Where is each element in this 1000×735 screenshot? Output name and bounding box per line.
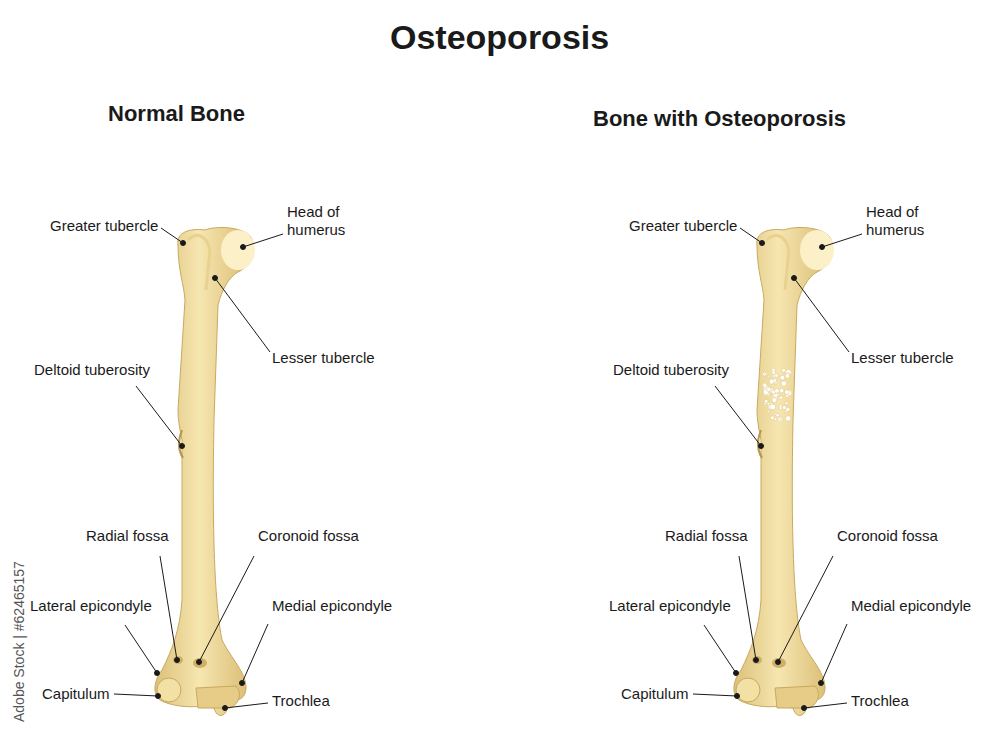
part-label: Trochlea [851,692,909,710]
leader-lines [114,228,283,711]
pore [779,388,784,393]
pore [782,406,786,410]
part-label: Lesser tubercle [851,349,954,367]
pore [767,376,769,378]
part-label: Lesser tubercle [272,349,375,367]
pore [776,417,778,419]
pore [764,373,767,376]
pore [769,379,774,384]
part-label: Capitulum [621,685,689,703]
pore [779,404,782,407]
leader-lines [693,228,862,711]
watermark: Adobe Stock | #62465157 [10,561,28,722]
pore [785,374,790,379]
pore [781,381,786,386]
pore [767,387,772,392]
part-label: Radial fossa [665,527,748,545]
part-label: Deltoid tuberosity [34,361,150,379]
part-label: Trochlea [272,692,330,710]
pore [780,375,785,380]
pore [763,383,767,387]
pore [772,398,777,403]
part-label: Head of humerus [866,203,924,239]
pore [775,388,780,393]
pore [785,390,790,395]
part-label: Head of humerus [287,203,345,239]
pore [767,402,770,405]
pore [785,416,790,421]
pore [772,371,776,375]
pore [762,372,766,376]
normal-humerus [155,228,255,716]
pore [771,395,773,397]
pore [770,404,776,410]
panel-heading: Bone with Osteoporosis [593,106,846,132]
pore [780,418,783,421]
pore [785,402,788,405]
part-label: Medial epicondyle [851,597,971,615]
part-label: Greater tubercle [50,217,158,235]
part-label: Deltoid tuberosity [613,361,729,379]
pore [782,369,786,373]
part-label: Lateral epicondyle [609,597,731,615]
part-label: Coronoid fossa [258,527,359,545]
osteoporotic-humerus [693,228,862,716]
part-label: Medial epicondyle [272,597,392,615]
pore [779,396,783,400]
diagram-title: Osteoporosis [390,17,609,57]
pore [770,414,772,416]
pore [771,416,775,420]
part-label: Coronoid fossa [837,527,938,545]
panel-heading: Normal Bone [108,101,245,127]
part-label: Capitulum [42,685,110,703]
pore [775,374,779,378]
part-label: Radial fossa [86,527,169,545]
part-label: Greater tubercle [629,217,737,235]
part-label: Lateral epicondyle [30,597,152,615]
pore [776,414,780,418]
pore [767,410,769,412]
porous-area [762,368,792,422]
